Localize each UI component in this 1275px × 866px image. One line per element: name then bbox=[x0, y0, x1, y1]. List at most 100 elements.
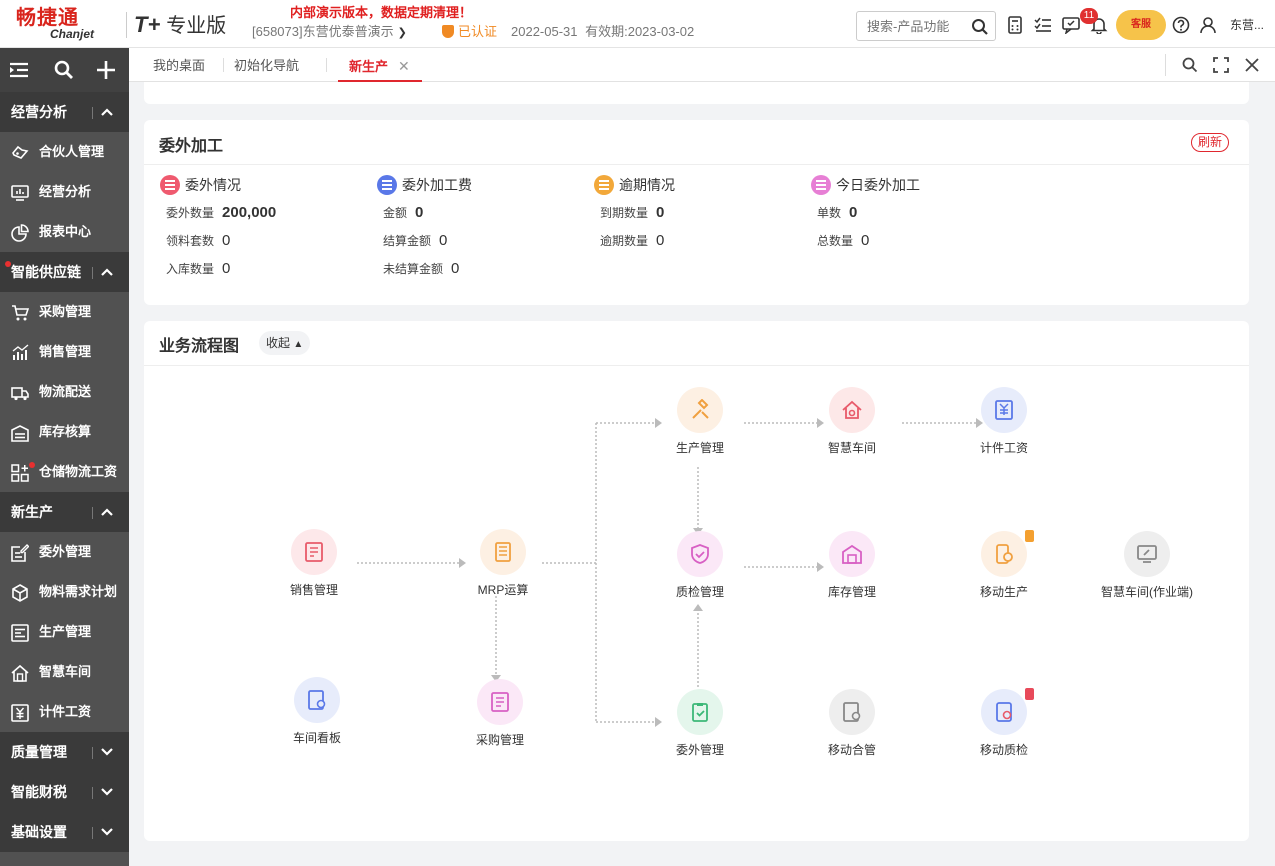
sidebar-item-sales[interactable]: 销售管理 bbox=[0, 332, 129, 372]
sidebar-item-label: 物料需求计划 bbox=[39, 584, 118, 599]
search-icon[interactable] bbox=[1181, 56, 1199, 74]
flow-node-mobile-quality[interactable]: 移动质检 bbox=[949, 689, 1059, 759]
section-header: 逾期情况 bbox=[594, 175, 675, 195]
sidebar-group-settings[interactable]: 基础设置 bbox=[0, 812, 129, 852]
alert-dot bbox=[5, 261, 11, 267]
flow-node-purchase[interactable]: 采购管理 bbox=[445, 679, 555, 749]
sidebar-item-inventory-accounting[interactable]: 库存核算 bbox=[0, 412, 129, 452]
refresh-button[interactable]: 刷新 bbox=[1190, 133, 1229, 152]
checklist-icon[interactable] bbox=[1034, 16, 1052, 34]
sidebar-group-label: 经营分析 bbox=[11, 104, 67, 120]
account-selector[interactable]: [658073]东营优泰普演示❯ bbox=[252, 21, 407, 40]
flow-node-smart-workshop[interactable]: 智慧车间 bbox=[797, 387, 907, 457]
sidebar-item-purchase[interactable]: 采购管理 bbox=[0, 292, 129, 332]
flow-node-production[interactable]: 生产管理 bbox=[645, 387, 755, 457]
section-title: 今日委外加工 bbox=[836, 177, 920, 193]
collapse-button[interactable]: 收起 ▲ bbox=[259, 331, 311, 355]
search-input[interactable] bbox=[857, 12, 965, 40]
mrp-doc-icon bbox=[480, 529, 526, 575]
sidebar-item-partner[interactable]: 合伙人管理 bbox=[0, 132, 129, 172]
group-divider bbox=[92, 827, 93, 839]
chevron-down-icon bbox=[101, 828, 113, 836]
flow-node-piece-wage[interactable]: 计件工资 bbox=[949, 387, 1059, 457]
sidebar-item-smart-workshop[interactable]: 智慧车间 bbox=[0, 652, 129, 692]
tab-new-production[interactable]: 新生产 ✕ bbox=[338, 48, 422, 82]
flow-node-mobile-warehouse[interactable]: 移动合管 bbox=[797, 689, 907, 759]
sidebar-item-mrp[interactable]: 物料需求计划 bbox=[0, 572, 129, 612]
mobile-tag-icon bbox=[1025, 688, 1034, 700]
stat-value: 0 bbox=[222, 260, 231, 277]
chevron-down-icon bbox=[101, 748, 113, 756]
sidebar-item-label: 报表中心 bbox=[39, 224, 92, 239]
card-divider bbox=[144, 164, 1249, 165]
user-icon[interactable] bbox=[1199, 16, 1217, 34]
sidebar-group-label: 质量管理 bbox=[11, 744, 67, 760]
group-divider bbox=[92, 507, 93, 519]
sidebar-item-production[interactable]: 生产管理 bbox=[0, 612, 129, 652]
flow-node-mrp[interactable]: MRP运算 bbox=[448, 529, 558, 599]
flow-connectors bbox=[357, 418, 983, 727]
hammer-icon bbox=[677, 387, 723, 433]
chevron-up-icon bbox=[101, 508, 113, 516]
sidebar-group-quality[interactable]: 质量管理 bbox=[0, 732, 129, 772]
sidebar-group-finance[interactable]: 智能财税 bbox=[0, 772, 129, 812]
add-icon[interactable] bbox=[96, 60, 116, 80]
help-icon[interactable] bbox=[1172, 16, 1190, 34]
message-icon[interactable] bbox=[1062, 16, 1080, 34]
close-icon[interactable]: ✕ bbox=[398, 58, 410, 74]
sidebar-item-piece-wage[interactable]: 计件工资 bbox=[0, 692, 129, 732]
flow-node-label: 移动质检 bbox=[979, 743, 1028, 757]
sidebar-item-analysis[interactable]: 经营分析 bbox=[0, 172, 129, 212]
flow-node-workshop-board[interactable]: 车间看板 bbox=[262, 677, 372, 747]
chanjet-logo[interactable]: 畅捷通 Chanjet bbox=[16, 6, 112, 44]
validity-dates: 2022-05-31 有效期:2023-03-02 bbox=[511, 24, 695, 39]
sidebar-item-warehouse-wage[interactable]: 仓储物流工资 bbox=[0, 452, 129, 492]
handshake-icon bbox=[12, 145, 29, 159]
logo-cn: 畅捷通 bbox=[16, 5, 79, 29]
sidebar-group-business-analysis[interactable]: 经营分析 bbox=[0, 92, 129, 132]
flow-node-label: 采购管理 bbox=[475, 733, 524, 747]
mobile-tag-icon bbox=[1025, 530, 1034, 542]
chevron-up-icon bbox=[101, 108, 113, 116]
product-name: T+专业版 bbox=[134, 9, 226, 38]
flow-node-outsourcing[interactable]: 委外管理 bbox=[645, 689, 755, 759]
user-name[interactable]: 东营... bbox=[1230, 18, 1265, 32]
bell-icon[interactable] bbox=[1090, 16, 1108, 34]
sidebar-item-outsourcing[interactable]: 委外管理 bbox=[0, 532, 129, 572]
tab-init-guide[interactable]: 初始化导航 bbox=[234, 58, 300, 73]
header-divider bbox=[126, 12, 127, 38]
flow-node-smart-workshop-terminal[interactable]: 智慧车间(作业端) bbox=[1092, 531, 1202, 601]
section-title: 逾期情况 bbox=[619, 177, 675, 193]
flow-node-quality[interactable]: 质检管理 bbox=[645, 531, 755, 601]
list-bubble-icon bbox=[160, 175, 180, 195]
search-icon[interactable] bbox=[54, 60, 74, 80]
cart-icon bbox=[12, 305, 29, 321]
tab-bar: 我的桌面 初始化导航 新生产 ✕ bbox=[129, 48, 1275, 82]
sidebar-group-supply-chain[interactable]: 智能供应链 bbox=[0, 252, 129, 292]
mobile-quality-icon bbox=[981, 689, 1027, 735]
calculator-icon[interactable] bbox=[1006, 16, 1024, 34]
sidebar-group-new-production[interactable]: 新生产 bbox=[0, 492, 129, 532]
sidebar-group-label: 新生产 bbox=[11, 504, 53, 520]
shield-icon bbox=[442, 25, 454, 38]
flow-node-inventory[interactable]: 库存管理 bbox=[797, 531, 907, 601]
product-brand: T+ bbox=[134, 12, 161, 37]
flow-node-sales[interactable]: 销售管理 bbox=[259, 529, 369, 599]
flow-node-mobile-production[interactable]: 移动生产 bbox=[949, 531, 1059, 601]
sidebar-item-reports[interactable]: 报表中心 bbox=[0, 212, 129, 252]
wage-icon bbox=[981, 387, 1027, 433]
customer-service-button[interactable]: 客服 bbox=[1116, 10, 1166, 40]
wage-icon bbox=[11, 704, 29, 722]
fullscreen-icon[interactable] bbox=[1212, 56, 1230, 74]
close-icon[interactable] bbox=[1243, 56, 1261, 74]
sidebar-item-logistics[interactable]: 物流配送 bbox=[0, 372, 129, 412]
sidebar-item-label: 库存核算 bbox=[39, 424, 92, 439]
search-icon[interactable] bbox=[971, 18, 989, 36]
tab-label: 新生产 bbox=[349, 59, 389, 74]
menu-toggle-icon[interactable] bbox=[9, 60, 29, 80]
tab-desktop[interactable]: 我的桌面 bbox=[153, 58, 206, 73]
